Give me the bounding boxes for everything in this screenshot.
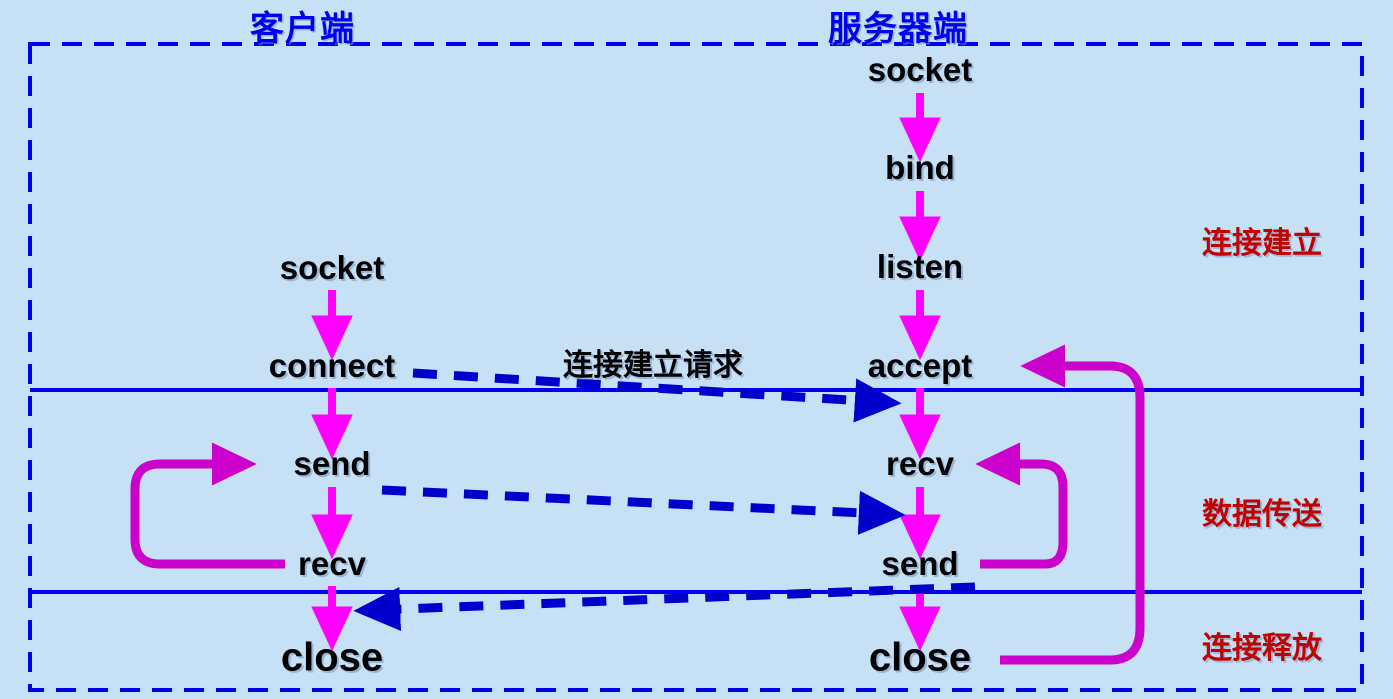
phase-label-data-transfer: 数据传送 [1202,498,1322,531]
server-node-send[interactable]: send [881,545,959,582]
client-node-connect[interactable]: connect [268,347,396,384]
server-node-bind[interactable]: bind [885,149,955,186]
client-node-recv[interactable]: recv [298,545,366,582]
server-column-title: 服务器端 [828,10,968,48]
phase-label-connection-release: 连接释放 [1202,632,1322,665]
phase-label-connection-establishment: 连接建立 [1202,227,1322,260]
client-node-close[interactable]: close [280,635,384,680]
msg-arrow-server-send-to-client-close [353,582,976,632]
server-node-accept[interactable]: accept [867,347,973,384]
client-node-socket[interactable]: socket [279,249,385,286]
loop-server-close-to-accept [1000,344,1145,665]
message-label-connect-request: 连接建立请求 [563,349,743,382]
client-column-title: 客户端 [250,10,355,48]
loop-client-recv-to-send [130,442,285,569]
loop-server-send-to-recv [975,442,1068,569]
server-node-close[interactable]: close [868,635,972,680]
server-node-recv[interactable]: recv [886,445,954,482]
client-node-send[interactable]: send [293,445,371,482]
server-node-listen[interactable]: listen [876,248,964,285]
server-node-socket[interactable]: socket [867,51,973,88]
msg-arrow-client-send-to-server-recv [381,485,906,535]
